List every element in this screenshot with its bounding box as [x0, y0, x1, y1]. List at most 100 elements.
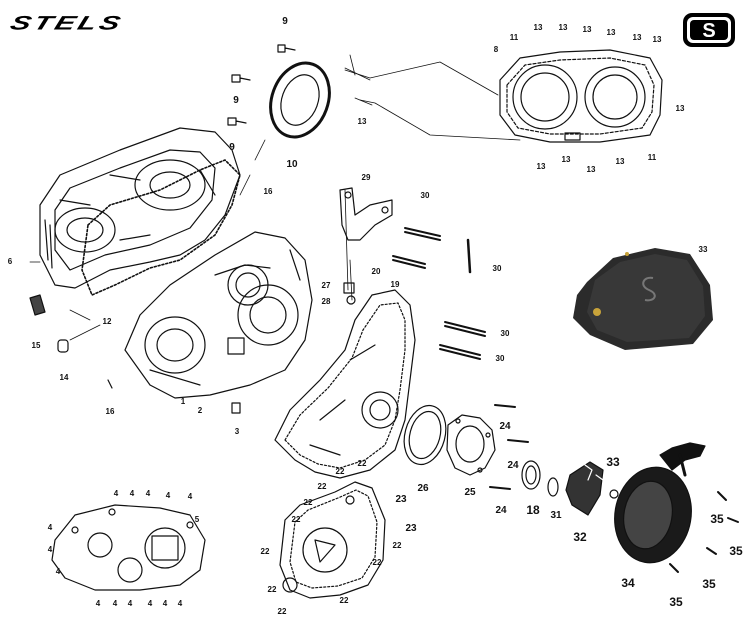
callout-25: 25 [464, 487, 476, 498]
leader-lines [29, 54, 521, 341]
callout-13: 13 [357, 117, 367, 126]
callout-22: 22 [392, 541, 402, 550]
callout-22: 22 [291, 515, 301, 524]
callout-34: 34 [621, 576, 635, 590]
gasket-26 [403, 404, 447, 466]
callout-9: 9 [282, 16, 288, 27]
callout-18: 18 [526, 503, 540, 517]
callout-16: 16 [263, 187, 273, 196]
callout-22: 22 [372, 558, 382, 567]
callout-4: 4 [165, 491, 171, 500]
clutch-plate [269, 61, 331, 139]
callout-19: 19 [390, 280, 400, 289]
callout-4: 4 [47, 523, 53, 532]
callout-9: 9 [233, 95, 239, 106]
callout-15: 15 [31, 341, 41, 350]
callout-14: 14 [59, 373, 69, 382]
cover-gasket [81, 159, 241, 296]
callout-22: 22 [339, 596, 349, 605]
photo-callout-33: 33 [698, 245, 708, 254]
callout-4: 4 [147, 599, 153, 608]
callout-6: 6 [7, 257, 13, 266]
starter-pulley-32 [565, 461, 604, 516]
callout-13: 13 [675, 104, 685, 113]
callout-12: 12 [102, 317, 112, 326]
callout-13: 13 [586, 165, 596, 174]
bolts-9 [227, 44, 296, 126]
ring-18 [521, 460, 541, 490]
cover-photo-33 [573, 248, 713, 350]
misc-small-parts [29, 294, 241, 414]
callout-4: 4 [177, 599, 183, 608]
callout-23: 23 [395, 494, 407, 505]
callout-13: 13 [606, 28, 616, 37]
callout-32: 32 [573, 530, 587, 544]
nut-33 [609, 489, 619, 499]
callout-13: 13 [615, 157, 625, 166]
right-crankcase [274, 289, 416, 479]
callout-22: 22 [277, 607, 287, 616]
bolts-35 [669, 491, 739, 573]
callout-28: 28 [321, 297, 331, 306]
callout-4: 4 [129, 489, 135, 498]
callout-30: 30 [495, 354, 505, 363]
callout-1: 1 [180, 397, 186, 406]
callout-4: 4 [145, 489, 151, 498]
callout-13: 13 [652, 35, 662, 44]
callout-30: 30 [492, 264, 502, 273]
left-outer-cover [39, 127, 241, 289]
callout-33: 33 [606, 455, 620, 469]
callout-22: 22 [317, 482, 327, 491]
callout-27: 27 [321, 281, 331, 290]
callout-13: 13 [533, 23, 543, 32]
callout-22: 22 [303, 498, 313, 507]
callout-4: 4 [162, 599, 168, 608]
top-right-cover [499, 49, 663, 143]
callout-11: 11 [509, 33, 519, 42]
callout-24: 24 [495, 505, 507, 516]
nuts-27-28 [343, 282, 356, 305]
stels-s-badge-icon: S [683, 13, 735, 47]
washer-31 [547, 477, 559, 497]
callout-30: 30 [500, 329, 510, 338]
callout-13: 13 [558, 23, 568, 32]
callout-13: 13 [536, 162, 546, 171]
callout-5: 5 [194, 515, 200, 524]
callout-3: 3 [234, 427, 240, 436]
callout-35: 35 [710, 512, 724, 526]
callout-4: 4 [55, 567, 61, 576]
cover-25 [446, 414, 496, 476]
callout-2: 2 [197, 406, 203, 415]
callout-35: 35 [669, 595, 683, 609]
callout-4: 4 [187, 492, 193, 501]
callout-16: 16 [105, 407, 115, 416]
callout-4: 4 [95, 599, 101, 608]
callout-22: 22 [260, 547, 270, 556]
callout-10: 10 [286, 159, 298, 170]
recoil-starter-34 [614, 442, 706, 564]
callout-26: 26 [417, 483, 429, 494]
callout-35: 35 [729, 544, 743, 558]
callout-24: 24 [499, 421, 511, 432]
bottom-left-cover [51, 504, 206, 591]
callout-8: 8 [493, 45, 499, 54]
callout-13: 13 [561, 155, 571, 164]
callout-22: 22 [357, 459, 367, 468]
bolts-30 [392, 227, 486, 360]
callout-4: 4 [112, 599, 118, 608]
callout-13: 13 [582, 25, 592, 34]
callout-11: 11 [647, 153, 657, 162]
callout-29: 29 [361, 173, 371, 182]
callout-31: 31 [550, 510, 562, 521]
callout-4: 4 [113, 489, 119, 498]
callout-22: 22 [267, 585, 277, 594]
bottom-center-cover [279, 481, 386, 599]
callout-35: 35 [702, 577, 716, 591]
bracket-29 [339, 187, 393, 241]
callout-24: 24 [507, 460, 519, 471]
callout-9: 9 [229, 142, 235, 153]
callout-4: 4 [127, 599, 133, 608]
callout-13: 13 [632, 33, 642, 42]
